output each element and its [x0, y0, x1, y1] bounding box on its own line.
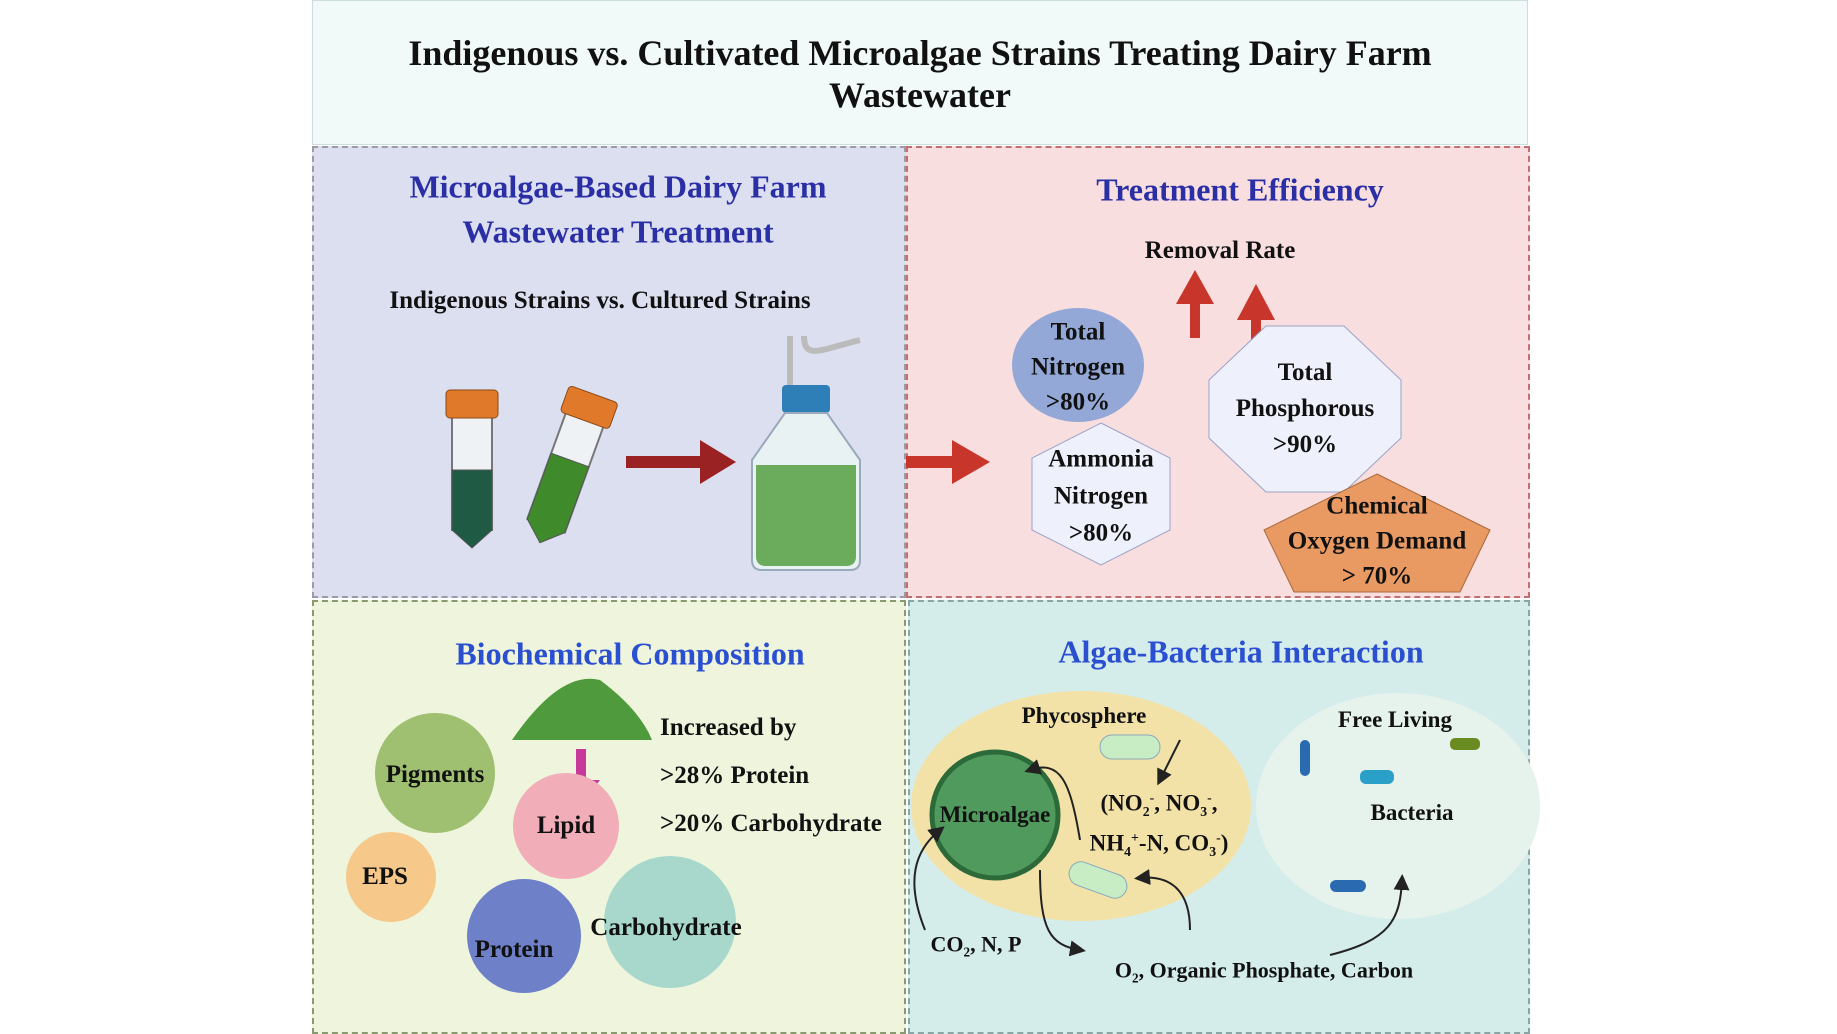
phycosphere-arrow [1157, 739, 1181, 786]
protein-blob [467, 879, 581, 993]
label-line: Total [1277, 359, 1333, 386]
culture-bottle-icon [751, 335, 861, 571]
input-arrow [913, 826, 945, 931]
label-line: Phosphorous [1235, 395, 1375, 422]
arrow-to-efficiency-icon [906, 440, 990, 484]
total-phosphorous-label: Total Phosphorous >90% [1236, 355, 1375, 463]
text: , [1211, 790, 1218, 816]
nitrogen-species-label: (NO2-, NO3-, NH4+-N, CO3-) [1090, 785, 1229, 866]
treatment-heading-line2: Wastewater Treatment [462, 213, 774, 250]
bacterium-icon [1068, 861, 1128, 899]
bacterium-icon [1300, 740, 1310, 776]
free-living-label: Free Living [1338, 707, 1452, 732]
interaction-heading: Algae-Bacteria Interaction [1058, 633, 1424, 670]
bacterium-icon [1450, 738, 1480, 750]
phycosphere-label: Phycosphere [1021, 703, 1147, 728]
text: 2 [1142, 804, 1150, 819]
test-tube-indigenous-icon [445, 389, 499, 549]
carbohydrate-label: Carbohydrate [590, 914, 742, 941]
text: ) [1220, 830, 1229, 856]
carbohydrate-blob [604, 856, 736, 988]
output-arrow [1039, 869, 1086, 957]
outputs-label: O2, Organic Phosphate, Carbon [1115, 957, 1413, 986]
species-line-1: (NO2-, NO3-, [1090, 785, 1229, 825]
inputs-label: CO2, N, P [931, 931, 1022, 960]
bacteria-label: Bacteria [1370, 800, 1454, 825]
bacterium-icon [1330, 880, 1366, 892]
protein-label: Protein [474, 936, 554, 963]
title-box [312, 0, 1528, 145]
species-line-2: NH4+-N, CO3-) [1090, 825, 1229, 865]
arrow-to-bottle-icon [626, 440, 736, 484]
text: 3 [1209, 844, 1217, 860]
title-line-1: Indigenous vs. Cultivated Microalgae Str… [408, 33, 1432, 73]
label-line: Nitrogen [1031, 353, 1125, 381]
lipid-label: Lipid [536, 812, 596, 839]
test-tube-cultured-icon [525, 385, 618, 544]
total-nitrogen-shape [1012, 308, 1144, 422]
title-line-2: Wastewater [829, 75, 1011, 115]
removal-rate-label: Removal Rate [1144, 237, 1296, 264]
label-line: >90% [1272, 431, 1338, 458]
protein-increase-label: >28% Protein [660, 762, 810, 789]
text: + [1131, 830, 1139, 845]
text: , N, P [970, 931, 1022, 957]
label-line: Chemical [1326, 492, 1428, 520]
total-nitrogen-label: Total Nitrogen >80% [1031, 315, 1125, 420]
label-line: >80% [1068, 519, 1134, 547]
ammonia-nitrogen-shape [1031, 422, 1171, 566]
text: - [1216, 830, 1221, 845]
pigments-label: Pigments [385, 761, 485, 788]
bacterium-icon [1360, 770, 1394, 784]
increased-by-label: Increased by [660, 714, 797, 741]
cod-shape [1263, 473, 1491, 593]
microalgae-cell-icon [929, 749, 1061, 881]
text: 3 [1200, 804, 1208, 819]
text: -N, CO [1138, 830, 1210, 856]
free-living-arrow [1329, 874, 1410, 956]
text: 4 [1124, 844, 1132, 860]
text: O [1114, 957, 1133, 983]
removal-up-arrow-icon [1176, 270, 1214, 338]
text: CO [930, 931, 964, 957]
label-line: Ammonia [1048, 445, 1154, 473]
algae-powder-icon [512, 678, 652, 740]
bacterium-icon [1099, 734, 1161, 760]
text: , NO [1154, 790, 1201, 816]
text: - [1207, 789, 1212, 805]
treatment-heading-line1: Microalgae-Based Dairy Farm [409, 168, 827, 205]
text: 2 [1132, 970, 1139, 986]
label-line: >80% [1045, 388, 1111, 416]
efficiency-heading: Treatment Efficiency [1096, 171, 1384, 208]
ammonia-nitrogen-label: Ammonia Nitrogen >80% [1048, 441, 1154, 552]
lipid-blob [513, 773, 619, 879]
biochem-heading: Biochemical Composition [455, 635, 805, 672]
text: NH [1089, 830, 1125, 856]
cod-label: Chemical Oxygen Demand > 70% [1288, 489, 1466, 594]
text: 2 [963, 944, 971, 960]
strains-subtitle: Indigenous Strains vs. Cultured Strains [389, 287, 811, 314]
bacteria-arrow [1134, 869, 1191, 931]
label-line: Oxygen Demand [1287, 527, 1467, 555]
text: - [1149, 789, 1155, 805]
label-line: Total [1050, 318, 1106, 346]
text: , Organic Phosphate, Carbon [1138, 957, 1414, 983]
text: (NO [1100, 790, 1143, 816]
eps-blob [346, 832, 436, 922]
phycosphere-arrow [1024, 759, 1081, 841]
carb-increase-label: >20% Carbohydrate [660, 810, 882, 837]
pigments-blob [375, 713, 495, 833]
eps-label: EPS [362, 863, 408, 890]
label-line: Nitrogen [1054, 482, 1148, 510]
microalgae-label: Microalgae [939, 802, 1051, 827]
label-line: > 70% [1341, 562, 1413, 590]
